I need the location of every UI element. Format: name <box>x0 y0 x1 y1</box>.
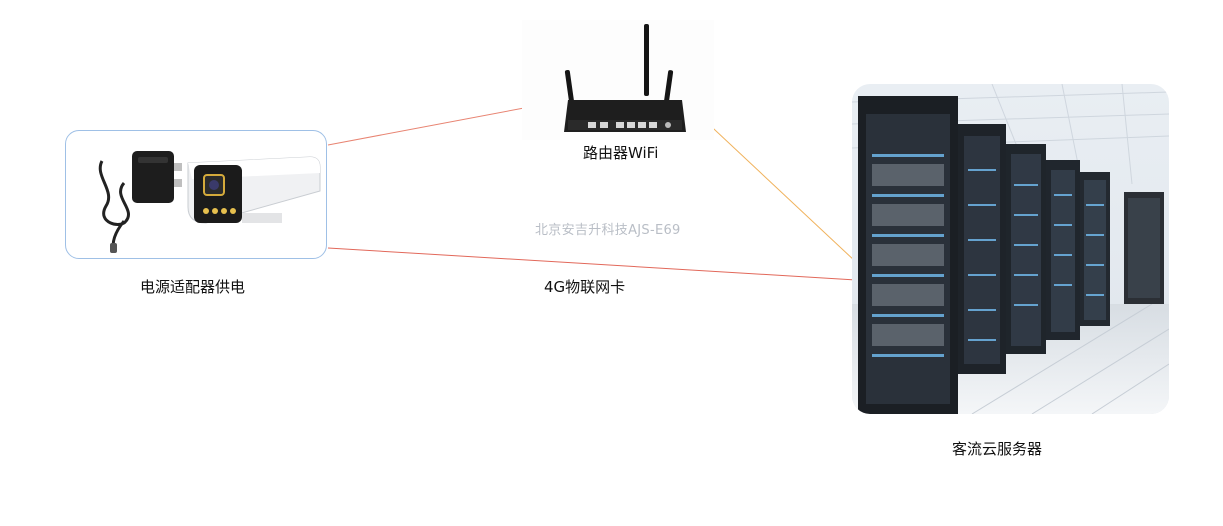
router-node-image <box>522 20 714 140</box>
server-label: 客流云服务器 <box>952 440 1043 458</box>
cellular-link-label: 4G物联网卡 <box>544 278 626 296</box>
camera-label: 电源适配器供电 <box>140 278 246 296</box>
camera-node-image <box>65 130 327 259</box>
camera-to-server-link <box>327 247 857 281</box>
router-label: 路由器WiFi <box>583 144 659 162</box>
watermark-text: 北京安吉升科技AJS-E69 <box>535 223 681 238</box>
server-node-image <box>852 84 1169 414</box>
camera-to-router-link <box>327 101 557 146</box>
